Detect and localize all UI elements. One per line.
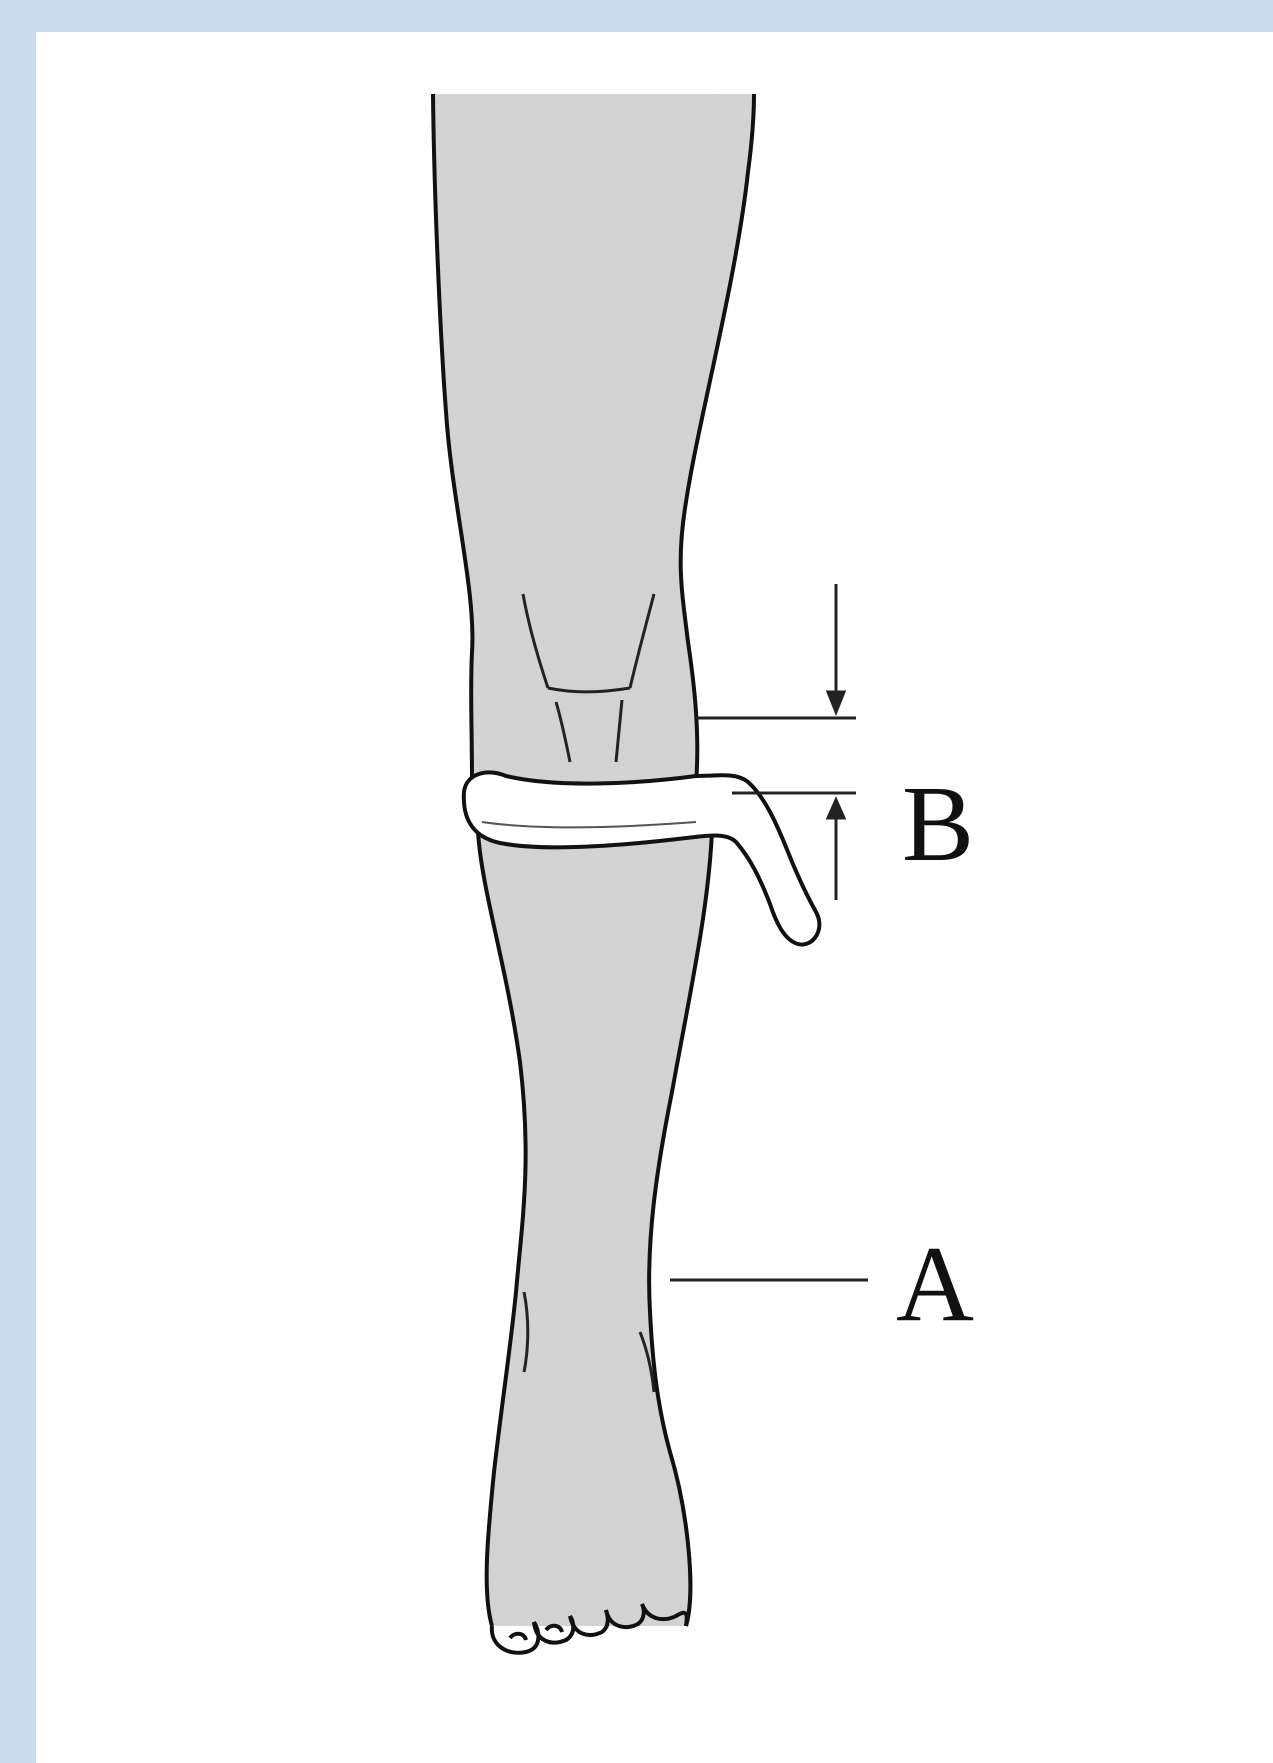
leg-illustration: B A [36, 32, 1273, 1763]
label-a: A [896, 1225, 974, 1344]
figure-panel: B A [36, 32, 1273, 1763]
thigh-shape [433, 94, 754, 784]
label-b: B [902, 765, 974, 884]
lower-leg-shape [478, 832, 712, 1626]
